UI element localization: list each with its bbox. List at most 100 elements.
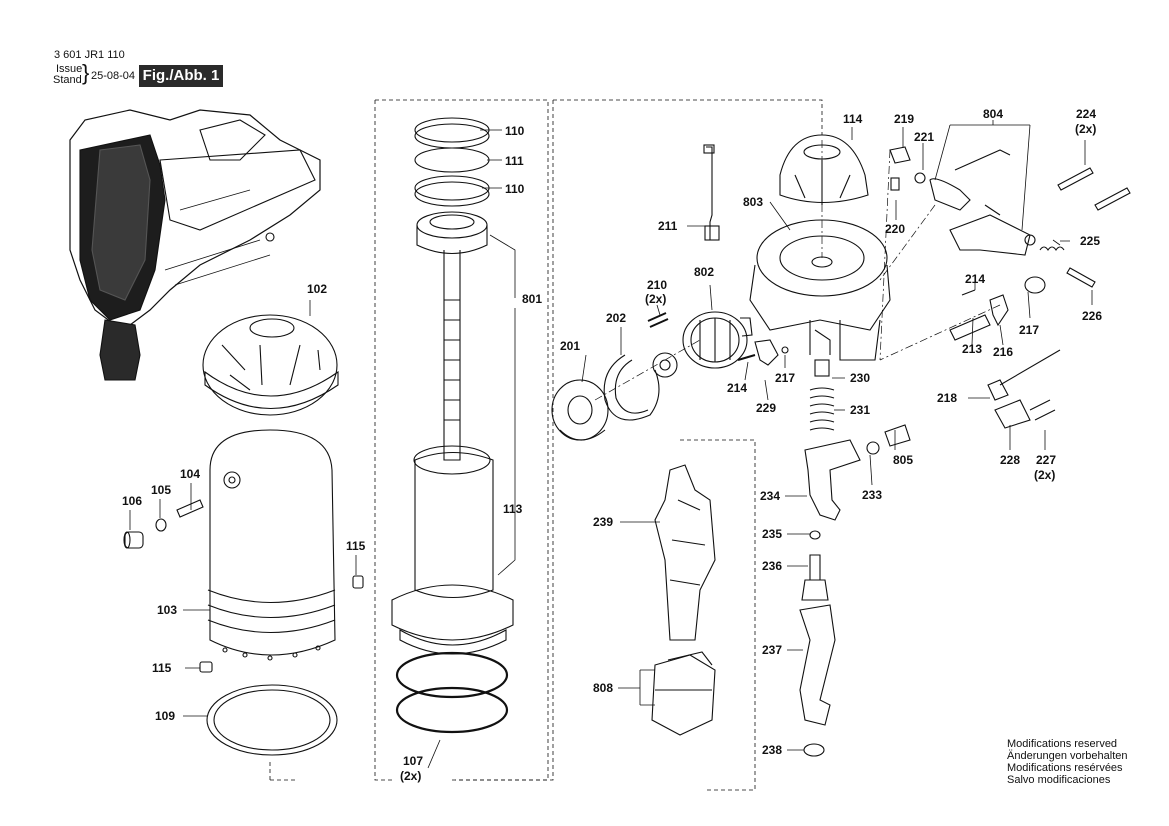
part-219-220-221 [889, 146, 926, 191]
callout-802: 802 [694, 265, 714, 279]
part-239-guide [654, 464, 716, 641]
callout-236: 236 [762, 559, 782, 573]
callout-109: 109 [155, 709, 175, 723]
stand-label: Stand [53, 74, 82, 86]
callout-110b: 110 [505, 182, 525, 196]
callout-216: 216 [993, 345, 1013, 359]
callout-227: 227 [1036, 453, 1056, 467]
callout-221: 221 [914, 130, 934, 144]
callout-107: 107 [403, 754, 423, 768]
callout-214a: 214 [965, 272, 985, 286]
callout-202: 202 [606, 311, 626, 325]
callout-803: 803 [743, 195, 763, 209]
callout-labels: 110 111 110 801 113 107 (2x) 102 103 104… [122, 107, 1102, 783]
callout-220: 220 [885, 222, 905, 236]
part-202-circlip [603, 354, 660, 421]
part-102-cap [202, 314, 339, 416]
figure-label: Fig./Abb. 1 [139, 65, 223, 87]
callout-227-qty: (2x) [1034, 468, 1055, 482]
part-234-hook [804, 439, 861, 521]
callout-239: 239 [593, 515, 613, 529]
part-107-orings [395, 651, 509, 734]
modifications-notice: Modifications reserved Änderungen vorbeh… [1007, 738, 1127, 786]
callout-104: 104 [180, 467, 200, 481]
part-235-238-stack [799, 530, 836, 757]
callout-217a: 217 [1019, 323, 1039, 337]
callout-805: 805 [893, 453, 913, 467]
part-211-wire [703, 144, 720, 241]
callout-238: 238 [762, 743, 782, 757]
header-brace: } [82, 60, 90, 85]
notice-line-de: Änderungen vorbehalten [1007, 750, 1128, 762]
callout-110a: 110 [505, 124, 525, 138]
axis-lines [594, 140, 1001, 401]
callout-231: 231 [850, 403, 870, 417]
callout-103: 103 [157, 603, 177, 617]
callout-230: 230 [850, 371, 870, 385]
notice-line-es: Salvo modificaciones [1007, 774, 1111, 786]
part-109-ring [206, 684, 338, 756]
callout-114: 114 [843, 112, 863, 126]
callout-111: 111 [505, 154, 524, 168]
part-115-screws [199, 575, 364, 673]
part-213-214-216-217 [949, 276, 1046, 341]
part-225-226 [1039, 246, 1096, 288]
callout-237: 237 [762, 643, 782, 657]
callout-115a: 115 [346, 539, 366, 553]
callout-115b: 115 [152, 661, 172, 675]
notice-line-en: Modifications reserved [1007, 738, 1118, 750]
part-103-housing [207, 429, 336, 661]
notice-line-fr: Modifications resérvées [1007, 762, 1123, 774]
part-110-111-rings [414, 117, 490, 207]
part-201-bearing [551, 379, 609, 441]
callout-229: 229 [756, 401, 776, 415]
callout-210: 210 [647, 278, 667, 292]
nailer-tool [69, 109, 321, 381]
callout-201: 201 [560, 339, 580, 353]
callout-225: 225 [1080, 234, 1100, 248]
callout-235: 235 [762, 527, 782, 541]
callout-801: 801 [522, 292, 542, 306]
part-104-105-106 [123, 499, 204, 549]
callout-226: 226 [1082, 309, 1102, 323]
part-224-screws [1057, 167, 1131, 211]
callout-224-qty: (2x) [1075, 122, 1096, 136]
doc-number: 3 601 JR1 110 [54, 49, 125, 61]
part-802-gear [682, 311, 753, 369]
callout-218: 218 [937, 391, 957, 405]
callout-224: 224 [1076, 107, 1096, 121]
part-229-lever [737, 339, 789, 366]
callout-233: 233 [862, 488, 882, 502]
part-803-frame [749, 219, 891, 361]
callout-808: 808 [593, 681, 613, 695]
part-218-227-228 [987, 349, 1061, 429]
callout-102: 102 [307, 282, 327, 296]
callout-210-qty: (2x) [645, 292, 666, 306]
part-808-block [651, 651, 716, 736]
issue-label: Issue [56, 63, 83, 75]
callout-213: 213 [962, 342, 982, 356]
callout-106: 106 [122, 494, 142, 508]
callout-214b: 214 [727, 381, 747, 395]
callout-217b: 217 [775, 371, 795, 385]
callout-234: 234 [760, 489, 780, 503]
group-frames [269, 99, 823, 791]
part-114-cap [779, 134, 869, 205]
part-804-trigger [929, 149, 1036, 256]
issue-date: 25-08-04 [91, 70, 136, 82]
part-233-805 [866, 424, 911, 455]
callout-219: 219 [894, 112, 914, 126]
leader-lines [129, 120, 1093, 769]
part-230-231-spring [809, 359, 835, 431]
part-210-pins [647, 312, 669, 328]
callout-228: 228 [1000, 453, 1020, 467]
callout-804: 804 [983, 107, 1003, 121]
callout-105: 105 [151, 483, 171, 497]
part-801-piston [416, 211, 488, 461]
part-113-cylinder [391, 445, 514, 655]
callout-211: 211 [658, 219, 678, 233]
callout-107-qty: (2x) [400, 769, 421, 783]
callout-113: 113 [503, 502, 523, 516]
